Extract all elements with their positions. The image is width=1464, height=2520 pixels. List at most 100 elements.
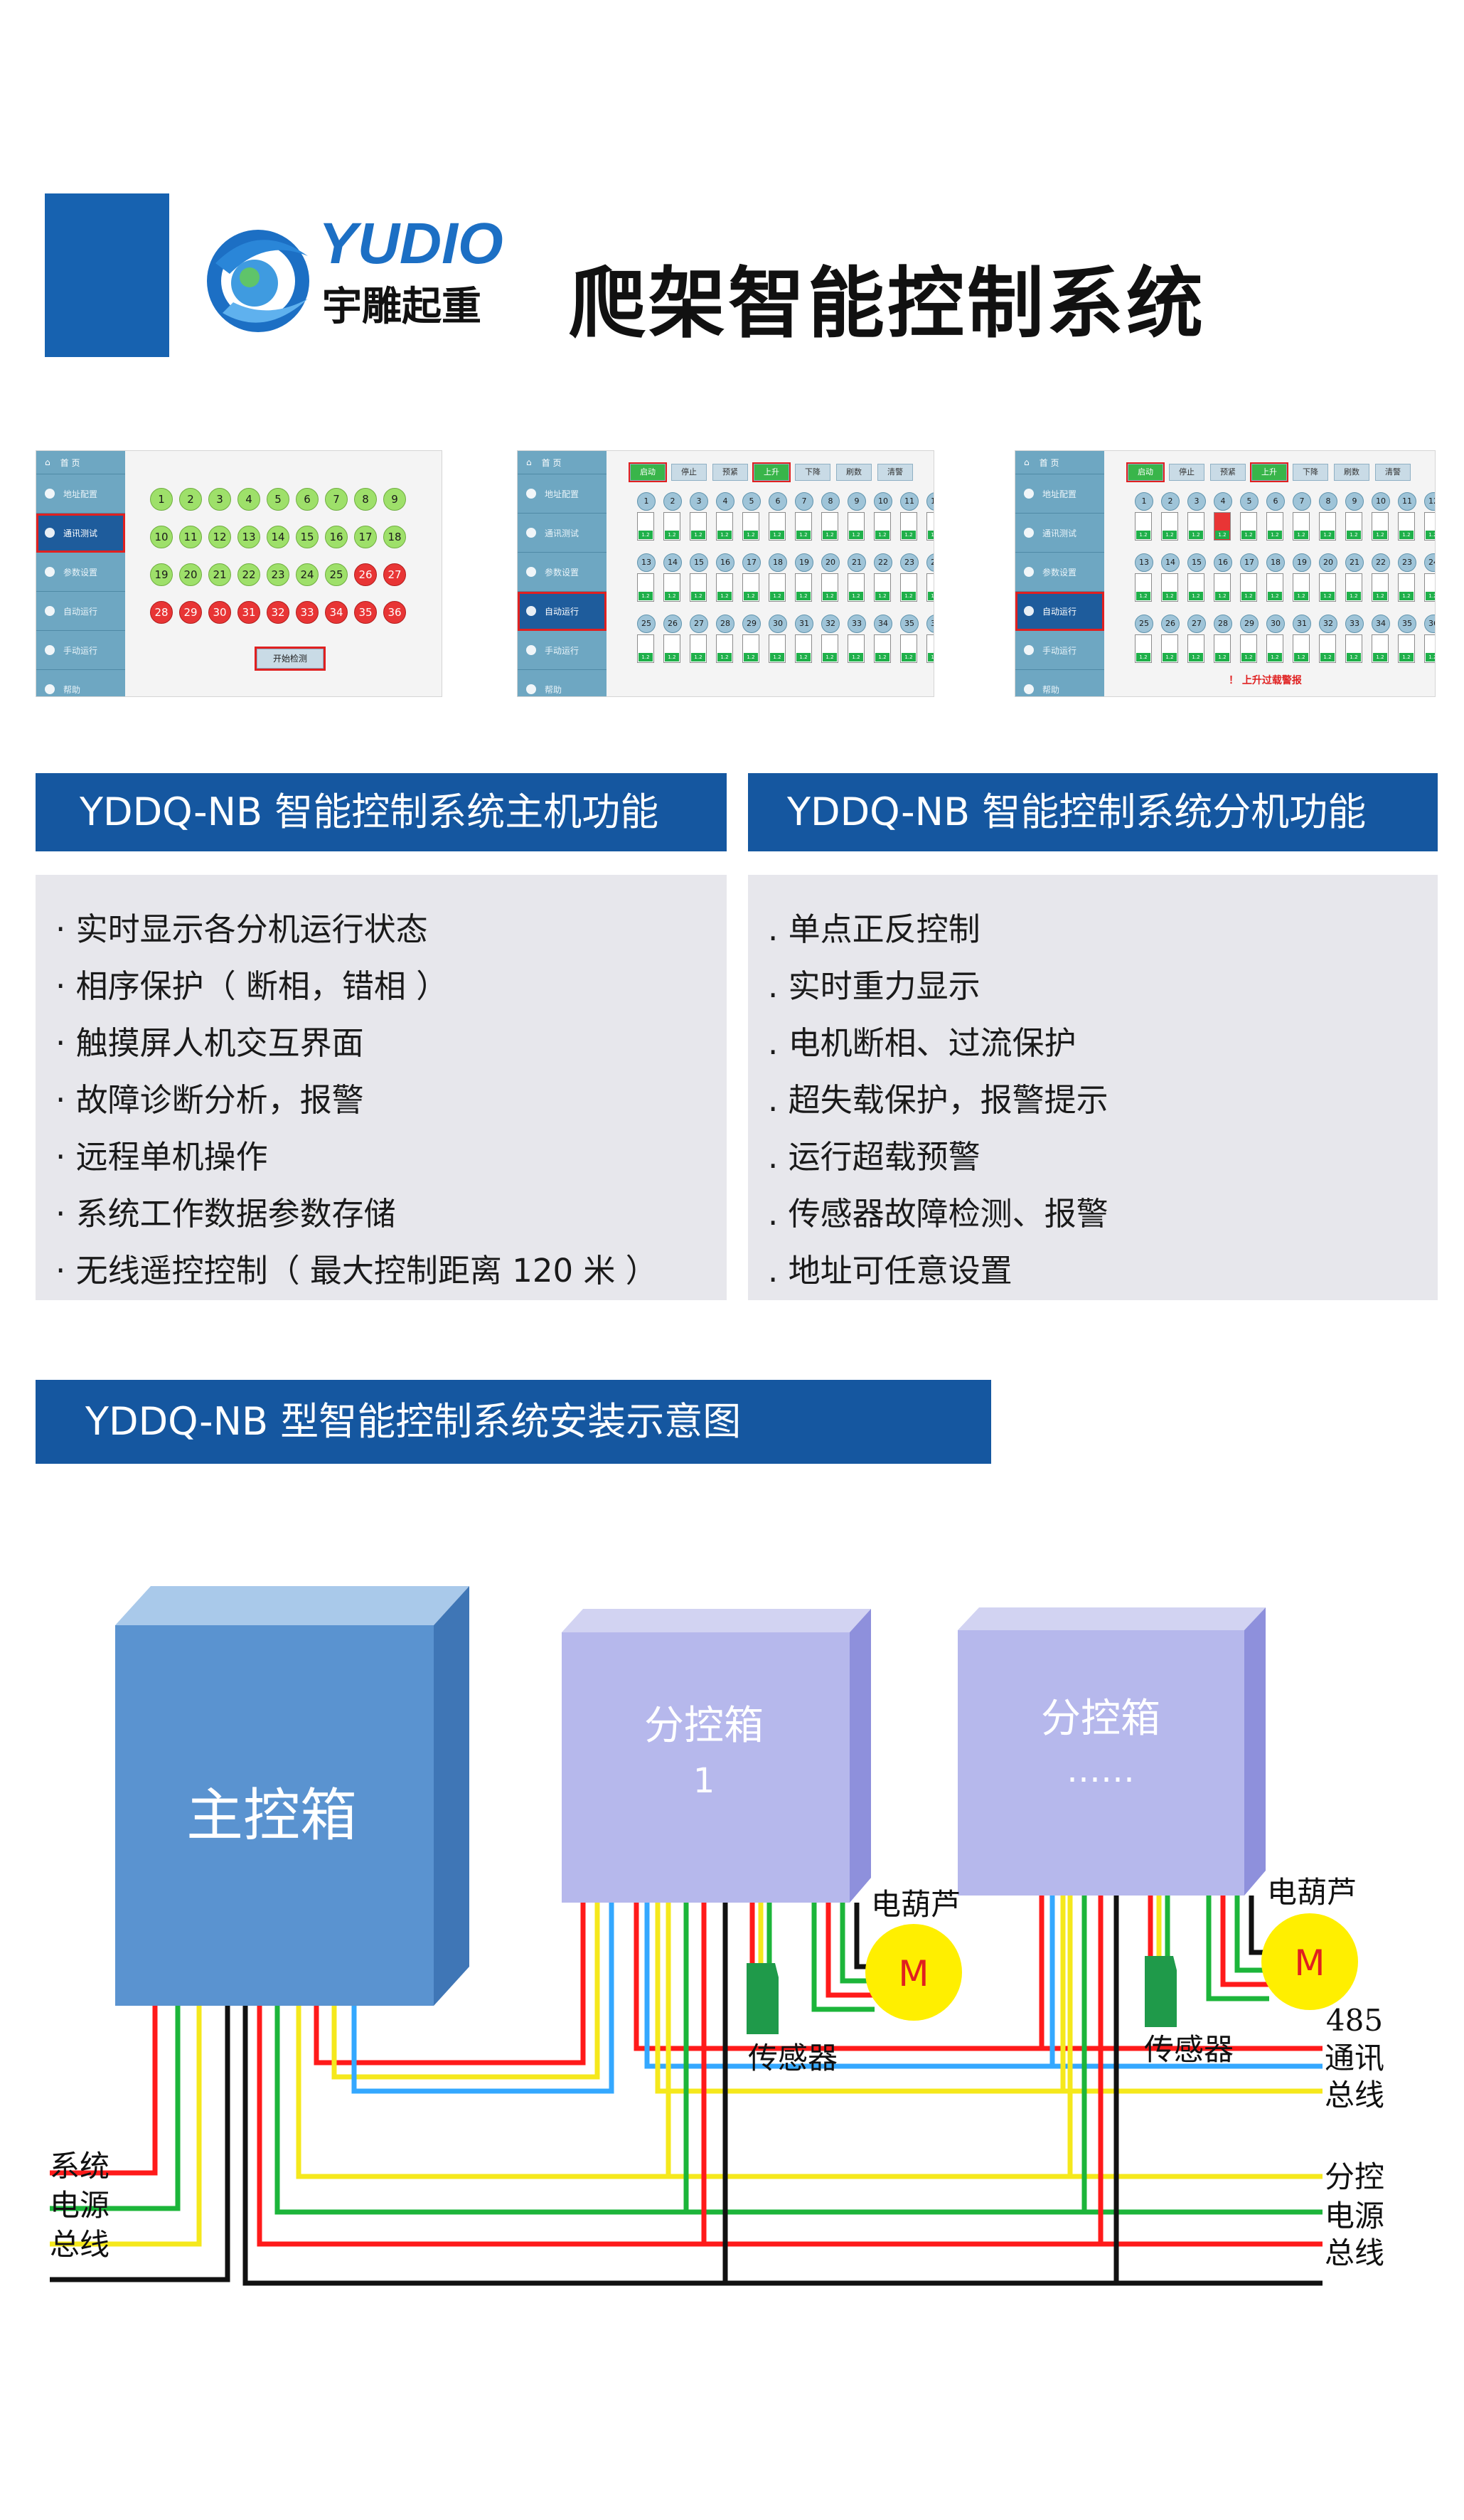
settings-icon <box>526 567 536 577</box>
unit-load-bar: 1.2 <box>1293 634 1310 663</box>
toolbar-button[interactable]: 启动 <box>1126 462 1165 482</box>
sidebar-home[interactable]: ⌂首 页 <box>518 451 607 474</box>
unit-address-dot: 1 <box>637 492 656 511</box>
unit-address-dot: 7 <box>1293 492 1311 511</box>
toolbar-button[interactable]: 刷数 <box>1334 464 1369 481</box>
sidebar-item-comm[interactable]: 通讯测试 <box>518 514 607 553</box>
toolbar-button[interactable]: 刷数 <box>836 464 872 481</box>
unit-status-dot: 15 <box>296 526 319 548</box>
unit-address-dot: 21 <box>848 553 866 572</box>
unit-load-bar: 1.2 <box>1372 634 1389 663</box>
sidebar-item-address[interactable]: 地址配置 <box>36 474 125 514</box>
sidebar-item-help[interactable]: 帮助 <box>518 670 607 696</box>
unit-load-bar: 1.2 <box>1187 512 1204 541</box>
install-diagram-title: YDDQ-NB 型智能控制系统安装示意图 <box>36 1380 991 1464</box>
sidebar-item-help[interactable]: 帮助 <box>36 670 125 696</box>
unit-address-dot: 36 <box>926 615 934 633</box>
toolbar-button[interactable]: 预紧 <box>1210 464 1246 481</box>
unit-status-dot: 19 <box>150 563 173 586</box>
right-label-485: 485 <box>1326 2003 1383 2038</box>
toolbar-button[interactable]: 下降 <box>795 464 830 481</box>
alarm-text: ！ 上升过载警报 <box>1229 675 1302 686</box>
unit-load-bar: 1.2 <box>1161 573 1178 602</box>
unit-load-value: 1.2 <box>744 531 758 539</box>
start-check-button[interactable]: 开始检测 <box>255 647 326 671</box>
unit-load-bar: 1.2 <box>874 512 891 541</box>
sidebar-item-manual[interactable]: 手动运行 <box>518 631 607 670</box>
unit-load-bar: 1.2 <box>821 512 838 541</box>
page-title: 爬架智能控制系统 <box>569 260 1207 349</box>
unit-load-bar: 1.2 <box>848 573 865 602</box>
unit-address-dot: 12 <box>1424 492 1435 511</box>
unit-load-bar: 1.2 <box>900 573 917 602</box>
sidebar-item-auto[interactable]: 自动运行 <box>518 592 607 631</box>
toolbar-button[interactable]: 清警 <box>1375 464 1411 481</box>
unit-status-dot: 17 <box>354 526 377 548</box>
toolbar-button[interactable]: 清警 <box>877 464 913 481</box>
sidebar-item-address[interactable]: 地址配置 <box>1015 474 1104 514</box>
list-item: · 相序保护（ 断相，错相 ） <box>55 967 449 1005</box>
sidebar-item-manual[interactable]: 手动运行 <box>36 631 125 670</box>
unit-address-dot: 5 <box>742 492 761 511</box>
toolbar-button[interactable]: 预紧 <box>712 464 748 481</box>
unit-load-value: 1.2 <box>665 531 679 539</box>
unit-address-dot: 29 <box>742 615 761 633</box>
unit-address-dot: 19 <box>1293 553 1311 572</box>
unit-address-dot: 13 <box>1135 553 1153 572</box>
sidebar-item-params[interactable]: 参数设置 <box>36 553 125 592</box>
sub-box-1-number: 1 <box>693 1761 715 1801</box>
unit-address-dot: 32 <box>821 615 840 633</box>
unit-address-dot: 23 <box>1398 553 1416 572</box>
toolbar-button[interactable]: 停止 <box>671 464 707 481</box>
sidebar-item-params[interactable]: 参数设置 <box>1015 553 1104 592</box>
unit-status-dot: 21 <box>208 563 231 586</box>
sidebar-home[interactable]: ⌂首 页 <box>1015 451 1104 474</box>
list-item: . 传感器故障检测、报警 <box>768 1195 1108 1233</box>
unit-address-dot: 1 <box>1135 492 1153 511</box>
toolbar-button[interactable]: 上升 <box>1250 462 1288 482</box>
unit-load-value: 1.2 <box>1215 592 1229 600</box>
unit-status-dot: 5 <box>267 488 289 511</box>
unit-load-bar: 1.2 <box>900 634 917 663</box>
toolbar-button[interactable]: 停止 <box>1169 464 1204 481</box>
sidebar-item-auto[interactable]: 自动运行 <box>1015 592 1104 631</box>
unit-load-bar: 1.2 <box>1214 573 1231 602</box>
unit-load-value: 1.2 <box>849 592 863 600</box>
unit-address-dot: 14 <box>663 553 682 572</box>
sidebar-item-manual[interactable]: 手动运行 <box>1015 631 1104 670</box>
sub-control-box-1: 分控箱 1 <box>562 1609 871 1903</box>
unit-load-value: 1.2 <box>1215 653 1229 661</box>
unit-load-value: 1.2 <box>1294 653 1308 661</box>
unit-load-value: 1.2 <box>665 653 679 661</box>
unit-load-value: 1.2 <box>1163 653 1177 661</box>
unit-load-value: 1.2 <box>849 653 863 661</box>
sidebar-item-comm[interactable]: 通讯测试 <box>36 514 125 553</box>
unit-address-dot: 33 <box>1345 615 1364 633</box>
unit-load-value: 1.2 <box>796 653 811 661</box>
unit-load-bar: 1.2 <box>1240 512 1257 541</box>
unit-load-value: 1.2 <box>902 653 916 661</box>
sidebar-item-help[interactable]: 帮助 <box>1015 670 1104 696</box>
unit-load-value: 1.2 <box>1241 653 1256 661</box>
sidebar-item-comm[interactable]: 通讯测试 <box>1015 514 1104 553</box>
toolbar-button[interactable]: 上升 <box>752 462 791 482</box>
unit-load-bar: 1.2 <box>769 573 786 602</box>
unit-status-dot: 24 <box>296 563 319 586</box>
sidebar-item-address[interactable]: 地址配置 <box>518 474 607 514</box>
toolbar-button[interactable]: 启动 <box>629 462 667 482</box>
unit-address-dot: 5 <box>1240 492 1259 511</box>
unit-load-value: 1.2 <box>1268 653 1282 661</box>
toolbar-button[interactable]: 下降 <box>1293 464 1328 481</box>
unit-status-dot: 12 <box>208 526 231 548</box>
sidebar-home[interactable]: ⌂首 页 <box>36 451 125 474</box>
unit-address-dot: 6 <box>1266 492 1285 511</box>
sidebar-item-auto[interactable]: 自动运行 <box>36 592 125 631</box>
unit-status-dot: 22 <box>237 563 260 586</box>
sidebar-item-params[interactable]: 参数设置 <box>518 553 607 592</box>
sensor-1: 传感器 <box>747 1963 838 2075</box>
unit-load-bar: 1.2 <box>1293 512 1310 541</box>
unit-load-value: 1.2 <box>928 653 934 661</box>
unit-load-value: 1.2 <box>1426 653 1435 661</box>
unit-load-bar: 1.2 <box>1214 512 1231 541</box>
unit-load-bar: 1.2 <box>1345 634 1362 663</box>
